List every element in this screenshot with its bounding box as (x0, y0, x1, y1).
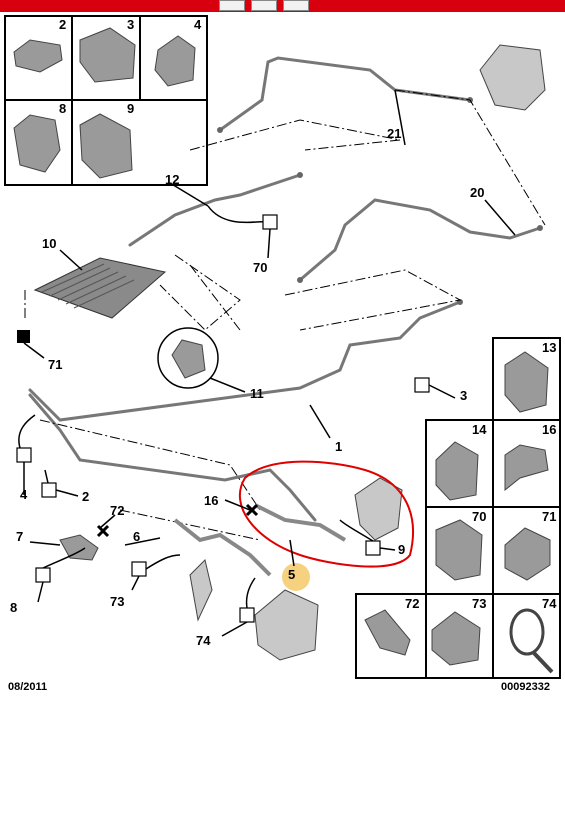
fuel-pump-module (479, 44, 546, 111)
label-71: 71 (48, 357, 62, 372)
clip-part-8 (13, 114, 61, 173)
label-16: 16 (204, 493, 218, 508)
inset-label-3: 3 (127, 17, 134, 32)
highlight-circle (239, 460, 414, 568)
label-6: 6 (133, 529, 140, 544)
label-4: 4 (20, 487, 28, 502)
clamp-part-73 (431, 611, 481, 666)
inset-grid-right (355, 337, 561, 679)
fuel-pipe-21 (218, 56, 472, 132)
inset-label-71: 71 (542, 509, 556, 524)
label-9: 9 (398, 542, 405, 557)
footer-reference: 00092332 (501, 681, 550, 693)
callout-filled-71 (17, 330, 30, 343)
label-1: 1 (335, 439, 342, 454)
inset-label-16: 16 (542, 422, 556, 437)
label-8: 8 (10, 600, 17, 615)
injector-rail-6 (173, 518, 272, 577)
clip-part-3 (79, 27, 136, 83)
fuel-pipe-20 (298, 198, 542, 282)
clip-part-4 (154, 35, 196, 87)
bolt-part-16 (504, 444, 549, 492)
injector (189, 559, 213, 622)
clip-part-13 (504, 351, 549, 413)
label-21: 21 (387, 126, 401, 141)
inset-label-2: 2 (59, 17, 66, 32)
fuel-pipe-1 (28, 300, 462, 422)
inset-label-8: 8 (59, 101, 66, 116)
inset-label-73: 73 (472, 596, 486, 611)
tool-icon[interactable] (283, 0, 309, 11)
clip-part-2 (13, 39, 63, 73)
label-72: 72 (110, 503, 124, 518)
inset-label-72: 72 (405, 596, 419, 611)
label-10: 10 (42, 236, 56, 251)
clip-part-70 (435, 519, 483, 581)
inset-label-14: 14 (472, 422, 487, 437)
inset-label-13: 13 (542, 340, 556, 355)
clip-part-14 (435, 441, 479, 501)
tool-icon[interactable] (219, 0, 245, 11)
label-5: 5 (288, 567, 295, 582)
clip-part-9 (79, 113, 133, 179)
inset-grid-top-left (4, 15, 208, 186)
label-73: 73 (110, 594, 124, 609)
bolt-part-72 (364, 609, 411, 656)
label-12: 12 (165, 172, 179, 187)
label-74: 74 (196, 633, 211, 648)
high-pressure-pump (254, 589, 319, 661)
inset-label-9: 9 (127, 101, 134, 116)
inset-label-4: 4 (194, 17, 202, 32)
fuel-cooler-10 (33, 257, 167, 319)
nut-part-71 (504, 527, 551, 581)
clip-part-7 (59, 534, 99, 561)
footer-date: 08/2011 (8, 681, 47, 693)
fuel-pipe-main (28, 393, 317, 522)
fuel-pipe-12 (128, 173, 302, 247)
fuel-filter (354, 477, 403, 541)
label-3: 3 (460, 388, 467, 403)
label-70: 70 (253, 260, 267, 275)
label-11: 11 (250, 386, 264, 401)
label-2: 2 (82, 489, 89, 504)
tool-icon[interactable] (251, 0, 277, 11)
top-toolbar (0, 0, 565, 12)
highlight-dot (282, 563, 310, 591)
inset-label-74: 74 (542, 596, 557, 611)
label-20: 20 (470, 185, 484, 200)
label-7: 7 (16, 529, 23, 544)
inset-label-70: 70 (472, 509, 486, 524)
cable-tie-part-74 (509, 608, 545, 656)
